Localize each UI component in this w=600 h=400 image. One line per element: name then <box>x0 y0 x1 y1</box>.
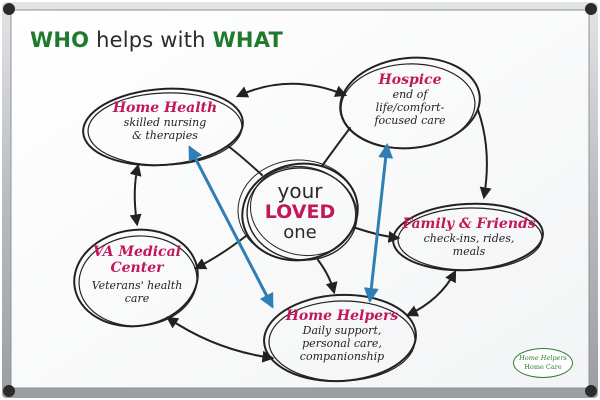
corner-cap <box>585 385 597 397</box>
home-helpers-logo: Home Helpers Home Care <box>513 348 573 378</box>
node-line: end of <box>355 88 465 101</box>
node-family-friends: Family & Friends check-ins, rides, meals <box>398 216 540 258</box>
node-line: personal care, <box>276 337 408 350</box>
logo-line: Home Care <box>514 363 572 371</box>
corner-cap <box>3 3 15 15</box>
board-title: WHO helps with WHAT <box>30 28 283 52</box>
logo-line: Home Helpers <box>514 354 572 363</box>
node-line: meals <box>398 245 540 258</box>
node-title: Hospice <box>355 72 465 88</box>
corner-cap <box>3 385 15 397</box>
node-line: skilled nursing <box>100 116 230 129</box>
node-hospice: Hospice end of life/comfort- focused car… <box>355 72 465 127</box>
node-home-health: Home Health skilled nursing & therapies <box>100 100 230 142</box>
title-what: WHAT <box>213 28 284 52</box>
node-line: & therapies <box>100 129 230 142</box>
node-title: Center <box>82 260 192 276</box>
title-helps-with: helps with <box>96 28 206 52</box>
node-va-medical-center: VA Medical Center Veterans' health care <box>82 244 192 305</box>
corner-cap <box>585 3 597 15</box>
center-line: your <box>252 180 348 202</box>
node-line: Daily support, <box>276 324 408 337</box>
node-title: VA Medical <box>82 244 192 260</box>
node-title: Family & Friends <box>398 216 540 232</box>
node-line: life/comfort- <box>355 101 465 114</box>
node-line: care <box>82 292 192 305</box>
center-line: one <box>252 223 348 243</box>
node-line: focused care <box>355 114 465 127</box>
center-line-highlight: LOVED <box>252 202 348 223</box>
node-line: check-ins, rides, <box>398 232 540 245</box>
node-title: Home Helpers <box>276 308 408 324</box>
center-loved-one: your LOVED one <box>252 180 348 243</box>
node-line: companionship <box>276 350 408 363</box>
node-title: Home Health <box>100 100 230 116</box>
node-home-helpers: Home Helpers Daily support, personal car… <box>276 308 408 363</box>
node-line: Veterans' health <box>82 279 192 292</box>
title-who: WHO <box>30 28 89 52</box>
